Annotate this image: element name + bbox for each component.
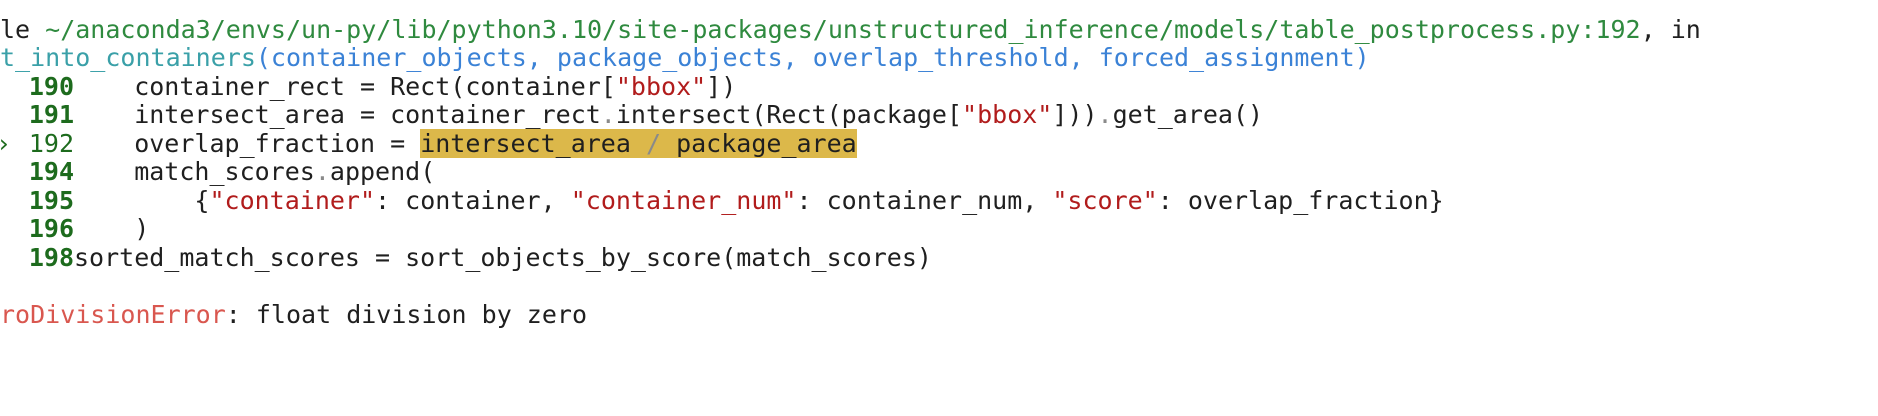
- file-suffix: , in: [1640, 15, 1701, 44]
- string-literal: "bbox": [962, 100, 1053, 129]
- line-number: 191: [28, 100, 74, 129]
- code-text: ])): [1052, 100, 1098, 129]
- line-number: 190: [28, 72, 74, 101]
- code-text: match_scores: [74, 157, 315, 186]
- traceback-function-line: t_into_containers(container_objects, pac…: [0, 41, 1370, 75]
- division-operator: /: [645, 129, 662, 158]
- dot-operator: .: [1097, 100, 1113, 129]
- code-text: intersect(Rect(package[: [615, 100, 963, 129]
- traceback-file-line: le ~/anaconda3/envs/un-py/lib/python3.10…: [0, 13, 1701, 47]
- code-line-192-current: › 192 overlap_fraction = intersect_area /…: [0, 127, 857, 161]
- function-params: (container_objects, package_objects, ove…: [255, 43, 1370, 72]
- error-message-line: roDivisionError: float division by zero: [0, 298, 587, 332]
- code-text: get_area(): [1112, 100, 1264, 129]
- code-text: ]): [706, 72, 737, 101]
- code-text: container_rect = Rect(container[: [74, 72, 616, 101]
- line-number: 194: [28, 157, 74, 186]
- string-literal: "container": [209, 186, 376, 215]
- line-number: 198: [28, 243, 74, 272]
- string-literal: "bbox": [615, 72, 707, 101]
- code-text: intersect_area = container_rect: [74, 100, 601, 129]
- code-line-196: 196 ): [0, 212, 149, 246]
- code-text: ): [74, 214, 150, 243]
- current-line-arrow-icon: ›: [0, 127, 11, 161]
- file-prefix: le: [0, 15, 46, 44]
- error-message: : float division by zero: [225, 300, 588, 329]
- function-name: t_into_containers: [0, 43, 256, 72]
- code-text: : container,: [375, 186, 571, 215]
- string-literal: "score": [1052, 186, 1158, 215]
- code-line-194: 194 match_scores.append(: [0, 155, 435, 189]
- code-line-198: 198sorted_match_scores = sort_objects_by…: [0, 241, 932, 275]
- line-number: 196: [28, 214, 74, 243]
- error-type: roDivisionError: [0, 300, 226, 329]
- code-text: : container_num,: [796, 186, 1053, 215]
- code-line-195: 195 {"container": container, "container_…: [0, 184, 1444, 218]
- line-number: 192: [28, 129, 74, 158]
- code-text: : overlap_fraction}: [1157, 186, 1444, 215]
- code-line-191: 191 intersect_area = container_rect.inte…: [0, 98, 1263, 132]
- code-line-190: 190 container_rect = Rect(container["bbo…: [0, 70, 736, 104]
- error-highlight: intersect_area / package_area: [420, 129, 857, 158]
- line-number: 195: [28, 186, 74, 215]
- code-text: sorted_match_scores = sort_objects_by_sc…: [74, 243, 932, 272]
- string-literal: "container_num": [570, 186, 797, 215]
- file-path-link[interactable]: ~/anaconda3/envs/un-py/lib/python3.10/si…: [45, 15, 1641, 44]
- code-text: append(: [329, 157, 436, 186]
- code-text: {: [74, 186, 210, 215]
- dot-operator: .: [314, 157, 330, 186]
- code-text: overlap_fraction =: [74, 129, 421, 158]
- dot-operator: .: [600, 100, 616, 129]
